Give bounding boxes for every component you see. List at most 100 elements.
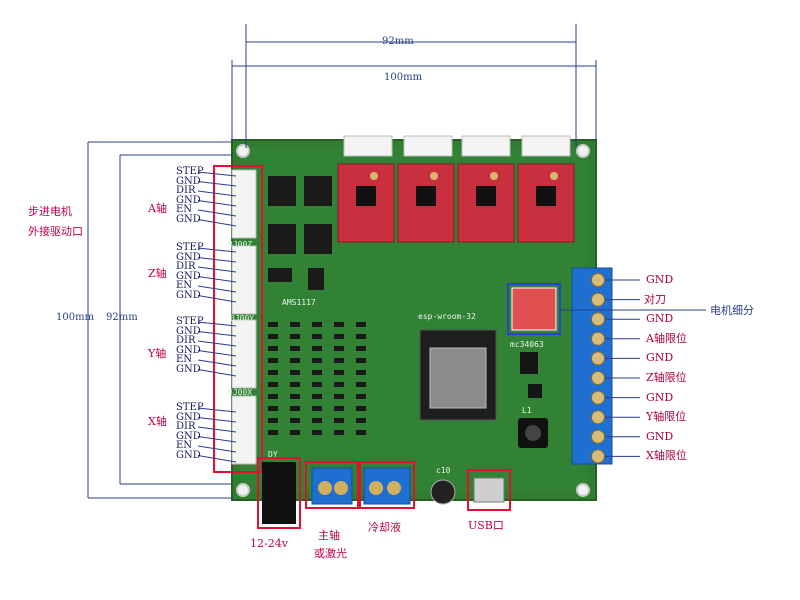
inductor-core <box>525 425 541 441</box>
smd-part <box>268 418 278 423</box>
stepper-label-line1: 步进电机 <box>28 205 72 218</box>
pin-label: GND <box>176 194 201 206</box>
terminal-screw <box>591 410 605 425</box>
pin-label: GND <box>176 411 201 423</box>
smd-part <box>268 334 278 339</box>
leader-lines <box>197 171 640 463</box>
pin-label: GND <box>176 270 201 282</box>
power-highlight <box>257 457 301 529</box>
silk-conn-z: BJ00Z <box>228 240 253 249</box>
power-jack <box>262 462 296 524</box>
smd-part <box>312 430 322 435</box>
axis-x-label: X轴 <box>148 415 167 428</box>
spindle-label-line1: 主轴 <box>318 529 340 542</box>
stepper-label-line2: 外接驱动口 <box>28 225 83 238</box>
dim-92-top: 92mm <box>382 36 414 47</box>
dim-92-left: 92mm <box>106 312 138 323</box>
right-pin-label: GND <box>646 351 674 365</box>
smd-part <box>334 418 344 423</box>
top-connectors <box>343 135 571 157</box>
axis-y-label: Y轴 <box>148 347 167 360</box>
smd-part <box>334 370 344 375</box>
terminal-screw <box>591 312 605 327</box>
silk-regulator: AMS1117 <box>282 298 316 307</box>
smd-part <box>290 346 300 351</box>
usb-highlight <box>467 469 511 511</box>
silk-conn-x: BJ00X <box>228 388 253 397</box>
smd-part <box>268 370 278 375</box>
right-pin-label: A轴限位 <box>646 331 687 345</box>
pin-label: GND <box>176 251 201 263</box>
pin-label: EN <box>176 440 193 451</box>
pin-label: EN <box>176 204 193 215</box>
pin-leader <box>197 331 237 337</box>
pin-leader <box>197 247 237 253</box>
smd-part <box>312 346 322 351</box>
right-pin-label: GND <box>646 390 674 404</box>
smd-part <box>334 430 344 435</box>
smd-part <box>312 418 322 423</box>
pin-label: GND <box>176 213 201 225</box>
pin-label: GND <box>176 430 201 442</box>
terminal-screw <box>591 429 605 444</box>
smd-part <box>268 406 278 411</box>
smd-part <box>290 382 300 387</box>
silk-conn-y: BJ00Y <box>230 314 255 323</box>
smd-part <box>268 430 278 435</box>
pin-leader <box>197 426 237 433</box>
smd-part <box>312 394 322 399</box>
pin-label: GND <box>176 449 201 461</box>
terminal-screw <box>591 273 605 287</box>
smd-part <box>356 322 366 327</box>
regulators <box>268 176 332 290</box>
pin-leader <box>197 171 237 177</box>
smd-part <box>356 418 366 423</box>
smd-grid <box>268 322 366 435</box>
smd-part <box>290 358 300 363</box>
smd-part <box>334 394 344 399</box>
smd-part <box>290 394 300 399</box>
smd-part <box>356 370 366 375</box>
silk-inductor: L1 <box>522 406 532 415</box>
pin-leader <box>197 350 237 357</box>
pin-label: DIR <box>176 421 196 432</box>
right-pin-label: 对刀 <box>644 292 666 306</box>
microstep-label: 电机细分 <box>710 304 754 317</box>
pin-leader <box>197 200 237 207</box>
smd-part <box>334 346 344 351</box>
right-pin-label: GND <box>646 429 674 443</box>
smd-part <box>268 346 278 351</box>
smd-part <box>312 322 322 327</box>
pin-leader <box>197 190 237 197</box>
pin-leader <box>197 285 237 293</box>
smd-part <box>356 334 366 339</box>
pin-label: GND <box>176 289 201 301</box>
pin-leader <box>197 295 237 303</box>
pin-leader <box>197 257 237 263</box>
smd-part <box>268 394 278 399</box>
stepper-drivers <box>337 163 575 243</box>
smd-part <box>312 382 322 387</box>
pin-label: STEP <box>176 402 204 413</box>
smd-part <box>290 430 300 435</box>
smd-part <box>334 406 344 411</box>
terminal-screw <box>591 351 605 366</box>
smd-part <box>312 334 322 339</box>
smd-part <box>356 358 366 363</box>
spindle-highlight <box>305 461 359 509</box>
pin-label: EN <box>176 280 193 291</box>
silk-module: esp-wroom-32 <box>418 312 476 321</box>
silk-chip: mc34063 <box>510 340 544 349</box>
terminal-screw <box>591 390 605 405</box>
terminal-screw <box>591 331 605 346</box>
silk-jack: DY <box>268 450 278 459</box>
smd-part <box>312 370 322 375</box>
esp32-shield <box>429 347 487 409</box>
pin-label: DIR <box>176 261 196 272</box>
terminal-screws <box>591 273 605 464</box>
axis-a-label: A轴 <box>148 202 167 215</box>
coolant-highlight <box>359 461 415 509</box>
dim-100-left: 100mm <box>56 312 95 323</box>
pin-leader <box>197 209 237 217</box>
